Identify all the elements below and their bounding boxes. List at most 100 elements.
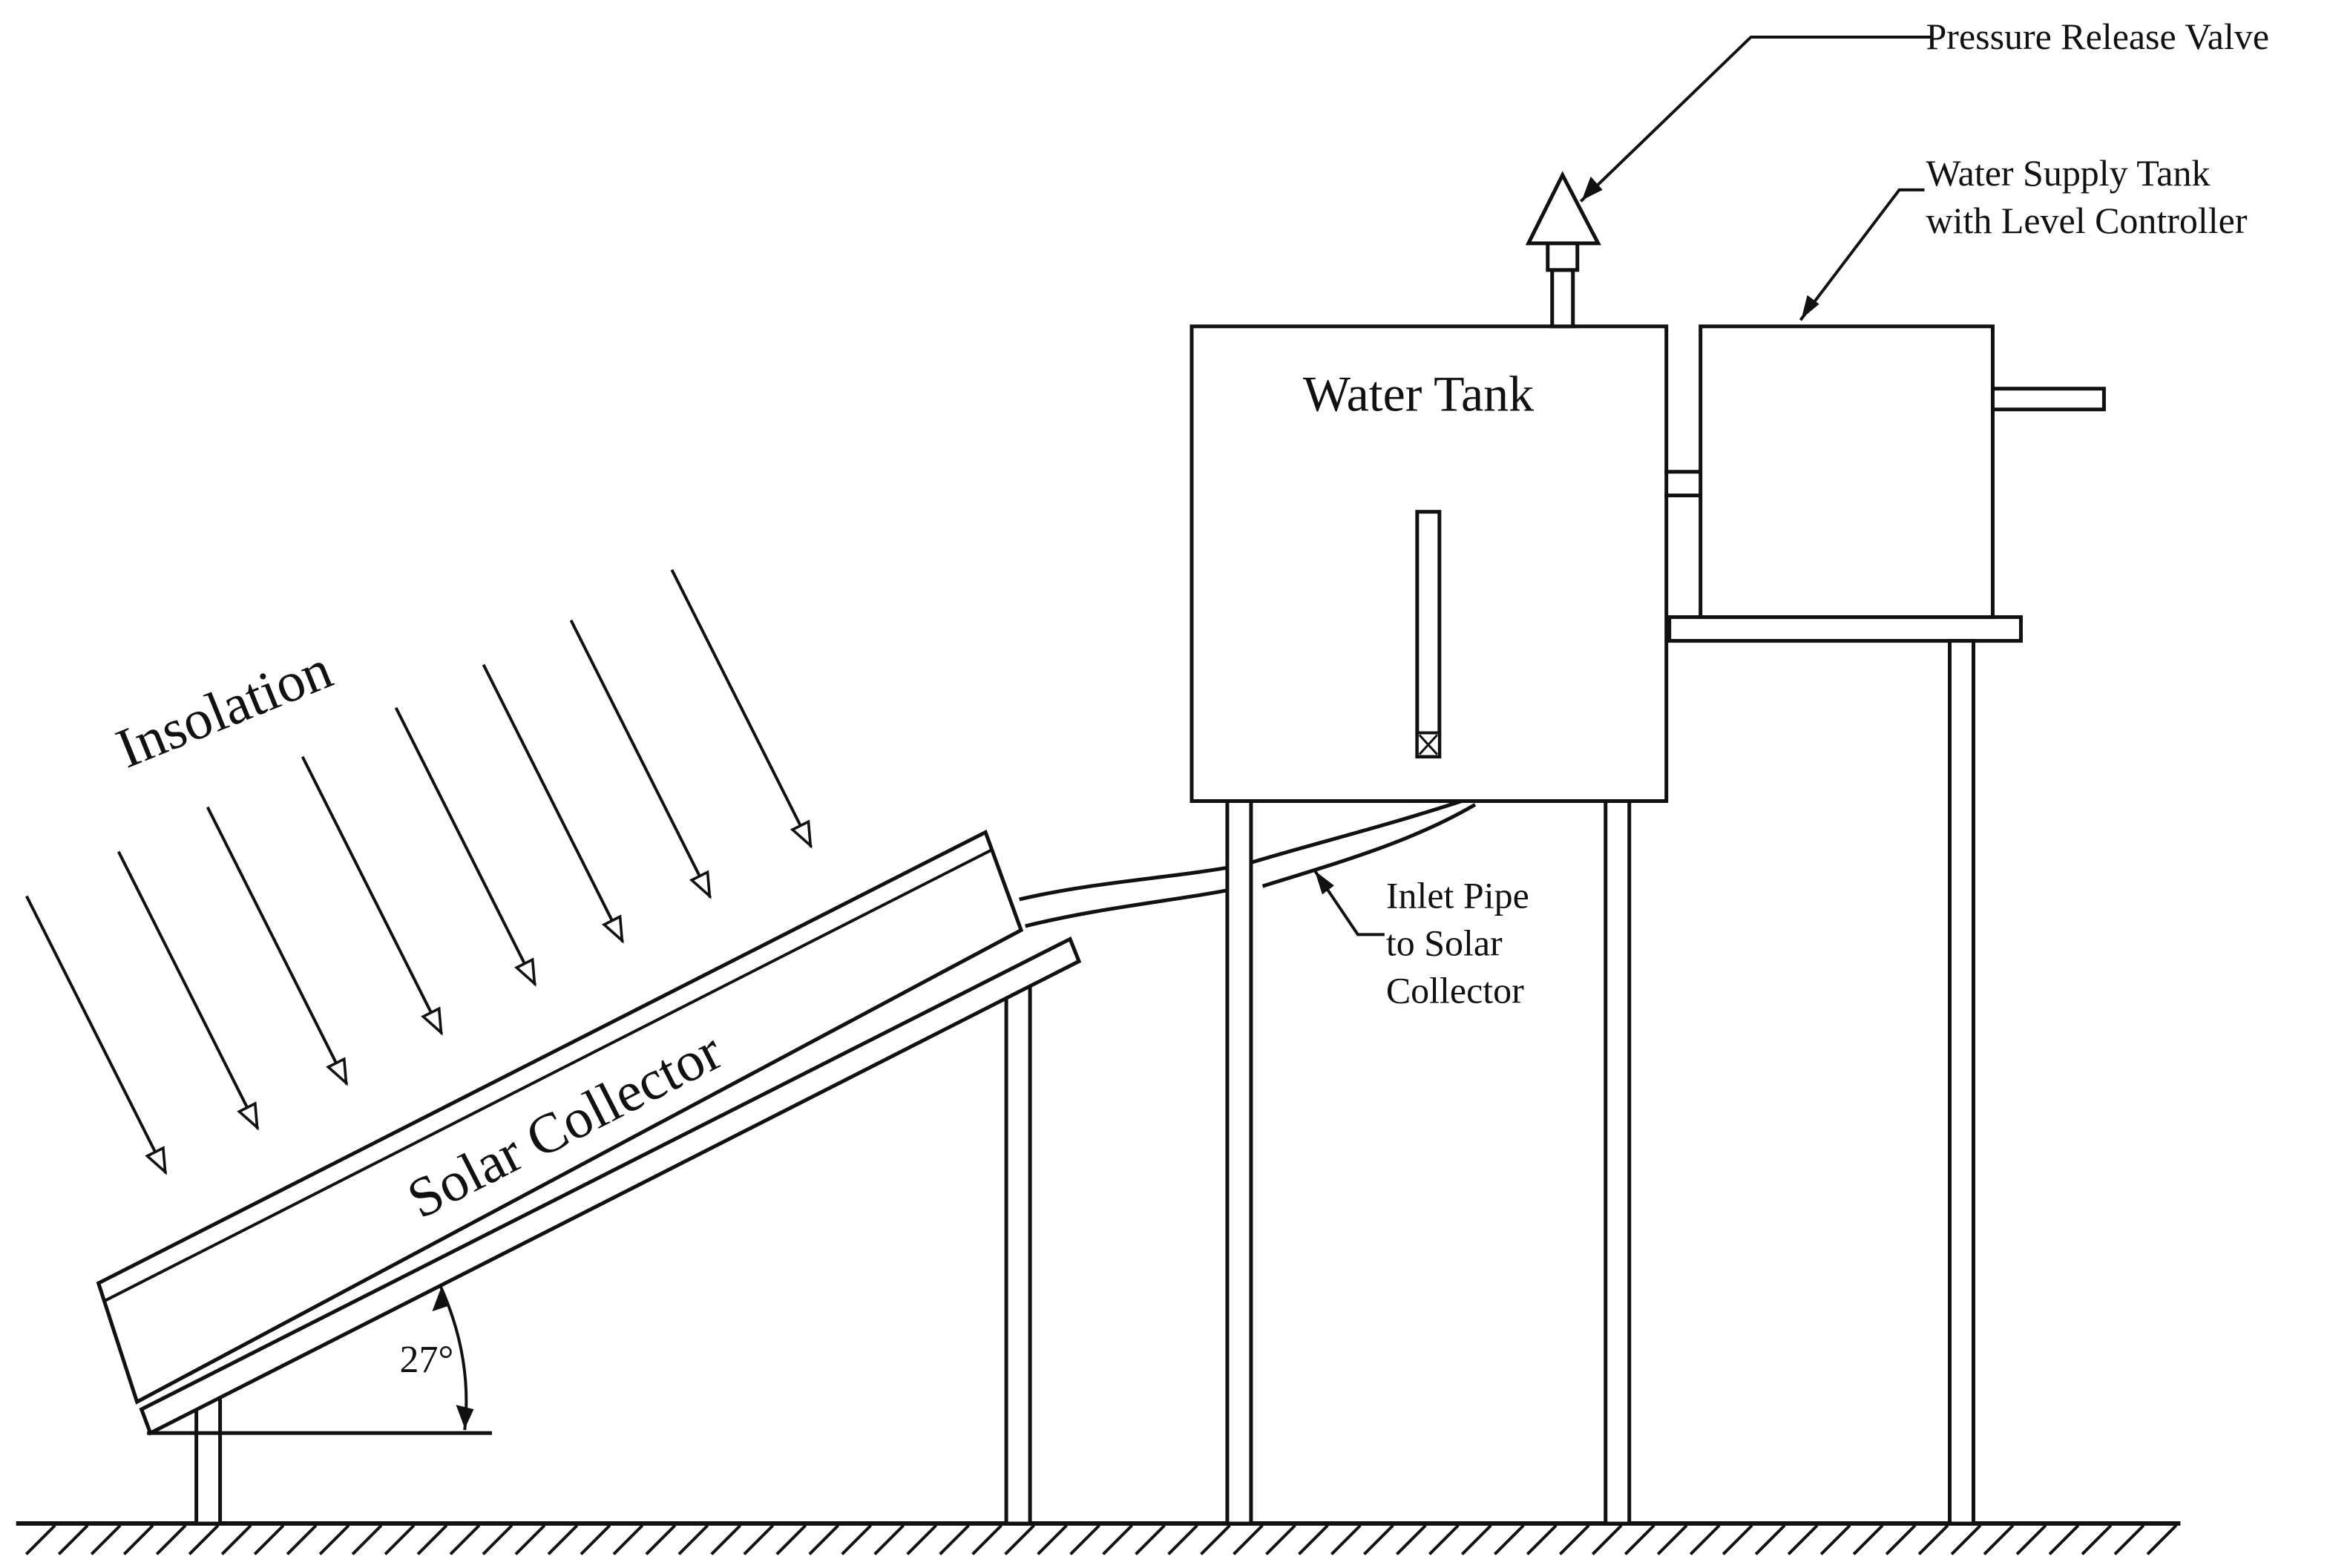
hatch-stroke bbox=[1819, 1524, 1851, 1555]
hatch-stroke bbox=[286, 1524, 318, 1555]
hatch-stroke bbox=[1558, 1524, 1590, 1555]
inlet-pipe-label-line2: to Solar bbox=[1386, 922, 1503, 963]
solar-collector: Solar Collector bbox=[96, 829, 1024, 1405]
hatch-stroke bbox=[253, 1524, 285, 1555]
hatch-stroke bbox=[808, 1524, 840, 1555]
hatch-stroke bbox=[1167, 1524, 1198, 1555]
insolation-arrow bbox=[482, 663, 625, 944]
water-tank: Water Tank bbox=[1189, 171, 1669, 1526]
hatch-stroke bbox=[1591, 1524, 1623, 1555]
hatch-stroke bbox=[1298, 1524, 1329, 1555]
hatch-stroke bbox=[1526, 1524, 1558, 1555]
tank-connector-pipe bbox=[1664, 470, 1703, 498]
insolation-arrow-shaft bbox=[206, 806, 349, 1085]
hatch-stroke bbox=[743, 1524, 775, 1555]
hatch-stroke bbox=[24, 1524, 56, 1555]
hatch-stroke bbox=[2146, 1524, 2178, 1555]
hatch-stroke bbox=[906, 1524, 937, 1555]
hatch-stroke bbox=[2081, 1524, 2113, 1555]
hatch-stroke bbox=[57, 1524, 89, 1555]
insolation-label: Insolation bbox=[108, 638, 341, 781]
hatch-stroke bbox=[482, 1524, 513, 1555]
hatch-stroke bbox=[2048, 1524, 2080, 1555]
pressure-release-valve-label: Pressure Release Valve bbox=[1926, 16, 2270, 57]
water-tank-label: Water Tank bbox=[1303, 366, 1534, 422]
hatch-stroke bbox=[514, 1524, 546, 1555]
hatch-stroke bbox=[449, 1524, 481, 1555]
insolation-arrow-shaft bbox=[482, 663, 625, 943]
leader-lines bbox=[1313, 35, 1931, 936]
hatch-stroke bbox=[1656, 1524, 1688, 1555]
hatch-stroke bbox=[1722, 1524, 1753, 1555]
hatch-stroke bbox=[188, 1524, 220, 1555]
hatch-stroke bbox=[1037, 1524, 1068, 1555]
hatch-stroke bbox=[1624, 1524, 1655, 1555]
water-supply-tank-label-line2: with Level Controller bbox=[1926, 200, 2248, 241]
hatch-stroke bbox=[1004, 1524, 1035, 1555]
collector-support-beam bbox=[139, 936, 1082, 1436]
hatch-stroke bbox=[220, 1524, 252, 1555]
hatch-stroke bbox=[1460, 1524, 1492, 1555]
hatch-stroke bbox=[1852, 1524, 1884, 1555]
hatch-stroke bbox=[1689, 1524, 1721, 1555]
insolation-arrow-head bbox=[601, 914, 624, 944]
hatch-stroke bbox=[1428, 1524, 1460, 1555]
hatch-stroke bbox=[1265, 1524, 1296, 1555]
insolation-arrow-head bbox=[326, 1057, 348, 1086]
hatch-stroke bbox=[351, 1524, 383, 1555]
hatch-stroke bbox=[122, 1524, 154, 1555]
hatch-stroke bbox=[1787, 1524, 1819, 1555]
hatch-stroke bbox=[1135, 1524, 1166, 1555]
hatch-stroke bbox=[1396, 1524, 1427, 1555]
insolation-arrow bbox=[670, 568, 813, 849]
insolation-arrow bbox=[116, 850, 260, 1131]
insolation-arrow bbox=[569, 619, 712, 899]
insolation-arrow bbox=[301, 755, 444, 1036]
hatch-stroke bbox=[1917, 1524, 1949, 1555]
hatch-stroke bbox=[1950, 1524, 1982, 1555]
collector-stand bbox=[139, 936, 1082, 1526]
hatch-stroke bbox=[318, 1524, 350, 1555]
hatch-stroke bbox=[677, 1524, 709, 1555]
insolation-arrow-head bbox=[421, 1006, 443, 1036]
hatch-stroke bbox=[1233, 1524, 1264, 1555]
insolation-arrow-shaft bbox=[301, 755, 444, 1035]
hatch-stroke bbox=[612, 1524, 644, 1555]
insolation-arrow bbox=[206, 806, 349, 1086]
insolation-arrow bbox=[25, 895, 168, 1175]
insolation-arrow-shaft bbox=[25, 895, 168, 1174]
hatch-stroke bbox=[1983, 1524, 2015, 1555]
level-gauge bbox=[1415, 510, 1442, 759]
hatch-stroke bbox=[775, 1524, 807, 1555]
hatch-stroke bbox=[939, 1524, 970, 1555]
hatch-stroke bbox=[90, 1524, 122, 1555]
hatch-stroke bbox=[1754, 1524, 1786, 1555]
insolation-arrow-head bbox=[237, 1101, 259, 1131]
hatch-stroke bbox=[1885, 1524, 1917, 1555]
hatch-stroke bbox=[1069, 1524, 1100, 1555]
insolation-rays bbox=[25, 568, 813, 1175]
insolation-arrow-head bbox=[790, 819, 813, 849]
ground bbox=[16, 1521, 2181, 1555]
inlet-pipe-label-line1: Inlet Pipe bbox=[1386, 874, 1529, 916]
hatch-stroke bbox=[841, 1524, 873, 1555]
hatch-stroke bbox=[384, 1524, 416, 1555]
hatch-stroke bbox=[1363, 1524, 1394, 1555]
inlet-pipe-label-line3: Collector bbox=[1386, 969, 1524, 1011]
insolation-arrow-shaft bbox=[569, 619, 712, 899]
hatch-stroke bbox=[873, 1524, 905, 1555]
water-supply-tank-label-line1: Water Supply Tank bbox=[1926, 152, 2211, 194]
insolation-arrow bbox=[394, 706, 537, 987]
hatch-stroke bbox=[155, 1524, 187, 1555]
collector-outlet-pipe bbox=[1019, 798, 1477, 928]
hatch-stroke bbox=[2113, 1524, 2145, 1555]
hatch-stroke bbox=[645, 1524, 677, 1555]
hatch-stroke bbox=[710, 1524, 742, 1555]
insolation-arrow-head bbox=[514, 957, 536, 987]
insolation-arrow-shaft bbox=[394, 706, 537, 986]
hatch-stroke bbox=[547, 1524, 579, 1555]
hatch-stroke bbox=[1200, 1524, 1231, 1555]
insolation-arrow-shaft bbox=[116, 850, 260, 1129]
hatch-stroke bbox=[416, 1524, 448, 1555]
